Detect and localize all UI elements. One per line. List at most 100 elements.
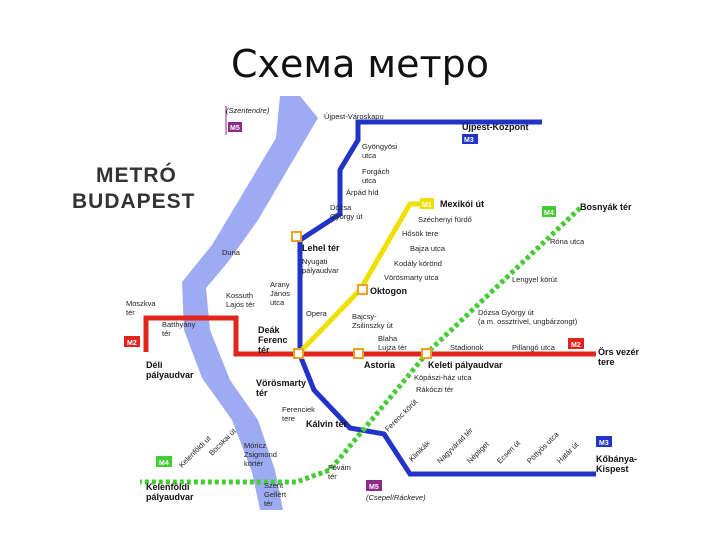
label-fovam-1: Fővám (328, 463, 351, 472)
m3-line (297, 119, 596, 477)
badge-m5-top (228, 122, 242, 132)
label-bajza: Bajza utca (410, 244, 446, 253)
label-vorosmarty-ter-2: tér (256, 388, 268, 398)
label-pillango: Pillangó utca (512, 343, 556, 352)
badge-m1-text: M1 (422, 202, 432, 209)
label-csepel: (Csepel/Ráckeve) (366, 493, 426, 502)
label-m3-diag-2: Klinikák (407, 439, 432, 464)
badge-m5-bottom (366, 480, 382, 491)
label-ferenciek-1: Ferenciek (282, 405, 315, 414)
badge-m3-top-text: M3 (464, 137, 474, 144)
label-blaha-2: Lujza tér (378, 343, 407, 352)
badge-m4-left (156, 456, 172, 467)
label-szechenyi: Széchenyi fürdő (418, 215, 472, 224)
label-arany-1: Arany (270, 280, 290, 289)
label-deak-1: Deák (258, 325, 281, 335)
label-dozsa-m4-2: (a m. ossztrível, ungbárzongt) (478, 317, 578, 326)
label-lengyel: Lengyel körút (512, 275, 558, 284)
label-gellert-1: Szent (264, 481, 284, 490)
label-dozsa-m4-1: Dózsa György út (478, 308, 535, 317)
label-nyugati-1: Nyugati (302, 257, 328, 266)
label-ors-1: Örs vezér (598, 347, 640, 357)
label-kelenfold-2: pályaudvar (146, 492, 194, 502)
badge-m5-bottom-text: M5 (369, 484, 379, 491)
badge-m3-top (462, 134, 478, 144)
label-gellert-3: tér (264, 499, 273, 508)
label-mexikoi: Mexikói út (440, 199, 484, 209)
label-hosok: Hősök tere (402, 229, 438, 238)
label-deak-2: Ferenc (258, 335, 288, 345)
badge-m4 (542, 206, 556, 217)
badge-m4-text: M4 (544, 210, 554, 217)
badge-m2-right-text: M2 (571, 342, 581, 349)
label-ferenciek-2: tere (282, 414, 295, 423)
badge-m2-left (124, 336, 140, 347)
label-deli-2: pályaudvar (146, 370, 194, 380)
label-bajcsy-2: Zsilinszky út (352, 321, 394, 330)
label-deak-3: tér (258, 345, 270, 355)
label-kalvin: Kálvin tér (306, 419, 348, 429)
label-kobanya-1: Kőbánya- (596, 454, 637, 464)
label-rona: Róna utca (550, 237, 585, 246)
badge-m3-right (596, 436, 612, 447)
label-nyugati-2: pályaudvar (302, 266, 339, 275)
label-batthyany-2: tér (162, 329, 171, 338)
label-forgach-1: Forgách (362, 167, 390, 176)
label-deli-1: Déli (146, 360, 163, 370)
label-bajcsy-1: Bajcsy- (352, 312, 377, 321)
label-moricz-2: Zsigmond (244, 450, 277, 459)
logo-line2: BUDAPEST (72, 190, 196, 213)
label-opera: Opera (306, 309, 328, 318)
badge-m1 (420, 198, 434, 209)
station-astoria (353, 348, 364, 359)
label-kossuth-1: Kossuth (226, 291, 253, 300)
logo-line1: METRÓ (96, 163, 177, 187)
label-m3-diag-5: Ecseri út (495, 438, 523, 466)
station-lehel (291, 231, 302, 242)
label-kobanya-2: Kispest (596, 464, 629, 474)
station-oktogon (357, 284, 368, 295)
label-oktogon: Oktogon (370, 286, 407, 296)
label-moszkva-1: Moszkva (126, 299, 156, 308)
label-kossuth-2: Lajos tér (226, 300, 255, 309)
label-astoria: Astoria (364, 360, 396, 370)
danube-label: Duna (222, 248, 241, 257)
label-stadionok: Stadionok (450, 343, 484, 352)
label-lehel-ter: Lehel tér (302, 243, 340, 253)
station-deak (293, 348, 304, 359)
label-vorosmarty-utca: Vörösmarty utca (384, 273, 439, 282)
danube-river (182, 96, 318, 510)
label-koparszi: Köpászi-ház utca (414, 373, 472, 382)
label-gellert-2: Gellért (264, 490, 287, 499)
label-gyongyosi-1: Gyöngyösi (362, 142, 398, 151)
label-batthyany-1: Batthyány (162, 320, 196, 329)
badge-m3-right-text: M3 (599, 440, 609, 447)
label-ujpest-varoskozpont: Újpest-Városkapu (324, 112, 384, 121)
label-vorosmarty-ter-1: Vörösmarty (256, 378, 306, 388)
slide-title: Схема метро (231, 42, 489, 86)
label-m3-diag-4: Népliget (465, 439, 491, 465)
label-gyongyosi-2: utca (362, 151, 377, 160)
label-kodaly: Kodály körönd (394, 259, 442, 268)
label-fovam-2: tér (328, 472, 337, 481)
label-keleti: Keleti pályaudvar (428, 360, 503, 370)
label-ujpest-kozpont: Újpest-Központ (462, 121, 529, 132)
badge-m4-left-text: M4 (159, 460, 169, 467)
label-moszkva-2: tér (126, 308, 135, 317)
m4-line (140, 206, 582, 485)
label-arany-2: János (270, 289, 290, 298)
label-ors-2: tere (598, 357, 615, 367)
label-m3-diag-7: Határ út (555, 440, 581, 466)
label-arpad-hid: Árpád híd (346, 188, 379, 197)
badge-m2-right (568, 338, 584, 349)
label-kelenfold-1: Kelenföldi (146, 482, 190, 492)
station-keleti (421, 348, 432, 359)
label-forgach-2: utca (362, 176, 377, 185)
label-bosnyak: Bosnyák tér (580, 202, 632, 212)
label-dozsa-2: György út (330, 212, 363, 221)
label-blaha-1: Blaha (378, 334, 398, 343)
label-m4-diag-2: Bocskai út (207, 426, 238, 457)
label-dozsa-1: Dózsa (330, 203, 352, 212)
label-rakoczi: Rákóczi tér (416, 385, 454, 394)
